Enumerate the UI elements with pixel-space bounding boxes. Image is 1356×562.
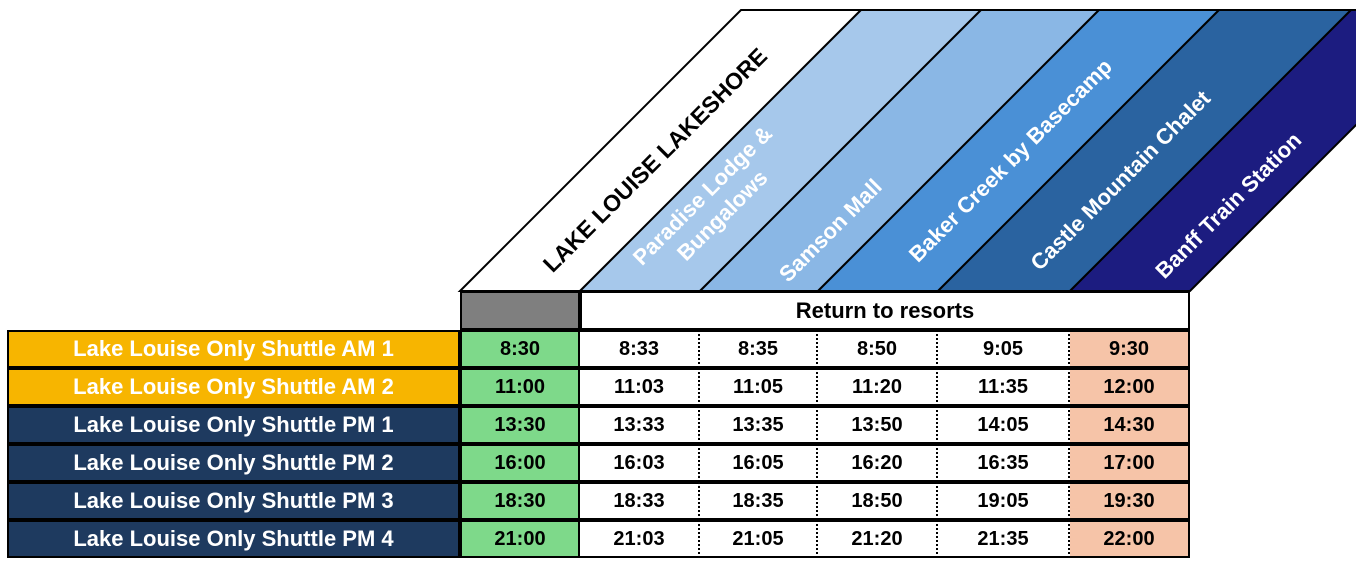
- time-cell: 16:35: [938, 444, 1070, 482]
- row-label-5: Lake Louise Only Shuttle PM 3: [7, 482, 460, 520]
- time-cell: 11:00: [460, 368, 580, 406]
- time-cell: 13:50: [818, 406, 938, 444]
- time-cell: 14:30: [1070, 406, 1190, 444]
- time-cell: 18:35: [700, 482, 818, 520]
- time-cell: 13:30: [460, 406, 580, 444]
- time-cell: 21:00: [460, 520, 580, 558]
- row-label-3: Lake Louise Only Shuttle PM 1: [7, 406, 460, 444]
- time-cell: 8:35: [700, 330, 818, 368]
- time-cell: 9:30: [1070, 330, 1190, 368]
- time-cell: 21:05: [700, 520, 818, 558]
- time-cell: 9:05: [938, 330, 1070, 368]
- row-label-2: Lake Louise Only Shuttle AM 2: [7, 368, 460, 406]
- time-cell: 22:00: [1070, 520, 1190, 558]
- time-cell: 13:33: [580, 406, 700, 444]
- time-cell: 18:30: [460, 482, 580, 520]
- time-cell: 18:50: [818, 482, 938, 520]
- time-cell: 17:00: [1070, 444, 1190, 482]
- time-cell: 13:35: [700, 406, 818, 444]
- time-cell: 11:20: [818, 368, 938, 406]
- time-cell: 16:00: [460, 444, 580, 482]
- time-cell: 21:20: [818, 520, 938, 558]
- row-label-6: Lake Louise Only Shuttle PM 4: [7, 520, 460, 558]
- time-cell: 11:35: [938, 368, 1070, 406]
- origin-header-cell: [460, 291, 580, 330]
- time-cell: 21:35: [938, 520, 1070, 558]
- row-label-1: Lake Louise Only Shuttle AM 1: [7, 330, 460, 368]
- time-cell: 11:03: [580, 368, 700, 406]
- time-cell: 19:30: [1070, 482, 1190, 520]
- time-cell: 19:05: [938, 482, 1070, 520]
- row-label-4: Lake Louise Only Shuttle PM 2: [7, 444, 460, 482]
- time-cell: 11:05: [700, 368, 818, 406]
- time-cell: 16:20: [818, 444, 938, 482]
- time-cell: 8:33: [580, 330, 700, 368]
- return-to-resorts-header: Return to resorts: [580, 291, 1190, 330]
- time-cell: 18:33: [580, 482, 700, 520]
- time-cell: 8:50: [818, 330, 938, 368]
- time-cell: 14:05: [938, 406, 1070, 444]
- time-cell: 12:00: [1070, 368, 1190, 406]
- time-cell: 16:05: [700, 444, 818, 482]
- time-cell: 16:03: [580, 444, 700, 482]
- time-cell: 21:03: [580, 520, 700, 558]
- time-cell: 8:30: [460, 330, 580, 368]
